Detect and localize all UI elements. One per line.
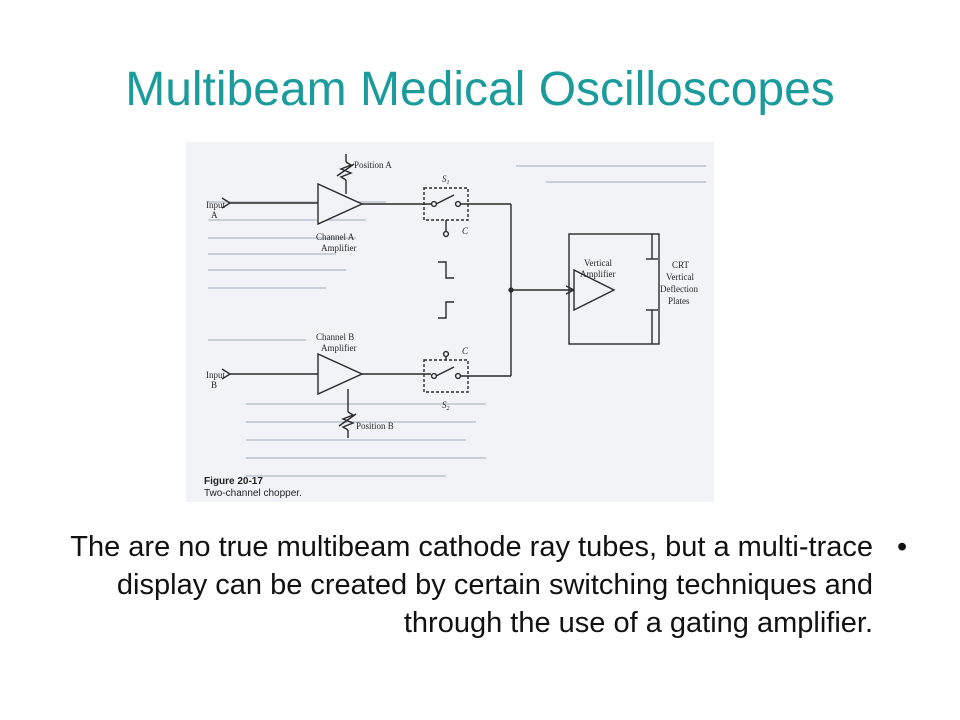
switch-s1-label: S1 xyxy=(442,174,450,186)
junction-dot xyxy=(508,287,514,293)
contact-c-top-label: C xyxy=(462,226,469,236)
body-text: The are no true multibeam cathode ray tu… xyxy=(70,531,873,639)
channel-a-label-line1: Channel A xyxy=(316,232,355,242)
channel-a-label-line2: Amplifier xyxy=(321,243,357,253)
vertical-amplifier-label-line2: Amplifier xyxy=(580,269,616,279)
input-b-label-line1: Input xyxy=(206,370,225,380)
channel-a-amplifier xyxy=(317,182,364,226)
figure-caption: Figure 20-17 Two-channel chopper. xyxy=(204,476,302,499)
vertical-amplifier-label-line1: Vertical xyxy=(584,258,612,268)
input-a-label-line2: A xyxy=(211,210,218,220)
circuit-wiring xyxy=(221,154,660,438)
contact-c-bottom-label: C xyxy=(462,346,469,356)
input-a-label-line1: Input xyxy=(206,200,225,210)
input-b-label-line2: B xyxy=(211,380,217,390)
position-b-potentiometer xyxy=(341,411,355,431)
bleed-through-lines xyxy=(208,165,706,477)
position-a-potentiometer xyxy=(339,161,353,181)
square-wave-b xyxy=(438,301,454,319)
crt-label-line2: Vertical xyxy=(666,272,694,282)
figure-labels: Position A Input A Channel A Amplifier S… xyxy=(206,160,698,431)
position-b-label: Position B xyxy=(356,421,394,431)
channel-b-amplifier xyxy=(317,352,364,396)
figure-caption-text: Two-channel chopper. xyxy=(204,488,302,499)
two-channel-chopper-figure: Position A Input A Channel A Amplifier S… xyxy=(186,142,714,502)
vertical-amplifier xyxy=(573,268,616,312)
channel-b-label-line2: Amplifier xyxy=(321,343,357,353)
crt-label-line3: Deflection xyxy=(660,284,698,294)
channel-b-label-line1: Channel B xyxy=(316,332,354,342)
slide-title: Multibeam Medical Oscilloscopes xyxy=(125,63,835,116)
figure-paper xyxy=(186,142,714,502)
switch-s2-label: S2 xyxy=(442,400,450,412)
vertical-amplifier-box xyxy=(568,233,660,345)
crt-label-line4: Plates xyxy=(668,296,690,306)
crt-label-line1: CRT xyxy=(672,260,689,270)
figure-caption-number: Figure 20-17 xyxy=(204,476,263,487)
square-wave-a xyxy=(438,261,454,279)
position-a-label: Position A xyxy=(354,160,392,170)
bullet-marker: • xyxy=(897,531,908,563)
